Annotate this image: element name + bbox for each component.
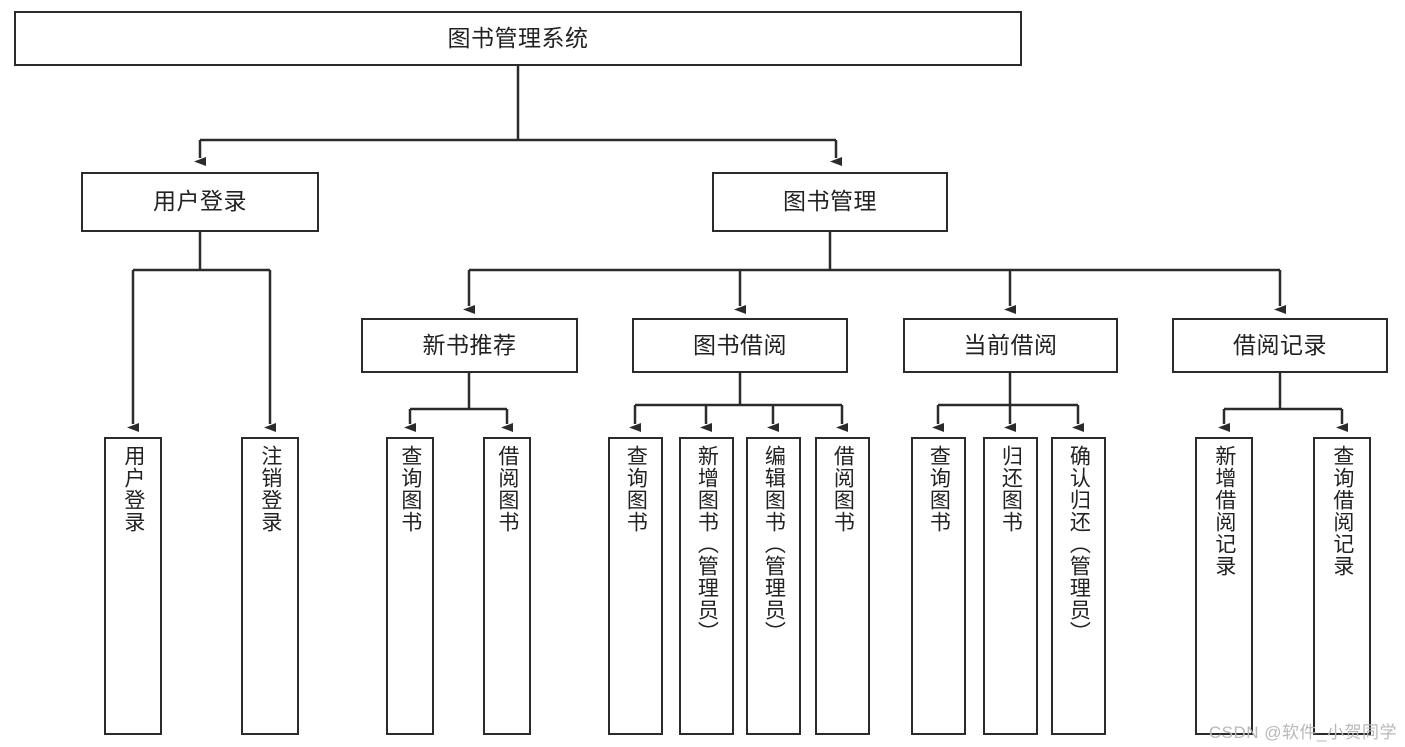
node-leaf-add-book-label: 新增图书（管理员） [695, 445, 719, 643]
node-borrow-record[interactable]: 借阅记录 [1172, 318, 1388, 373]
node-user-login[interactable]: 用户登录 [81, 172, 319, 232]
node-book-manage-label: 图书管理 [783, 188, 877, 215]
node-leaf-user-logout[interactable]: 注销登录 [241, 437, 299, 735]
node-leaf-confirm-return[interactable]: 确认归还（管理员） [1051, 437, 1106, 735]
node-leaf-edit-book[interactable]: 编辑图书（管理员） [746, 437, 801, 735]
node-leaf-borrow-book-2-label: 借阅图书 [831, 445, 855, 533]
node-book-borrow[interactable]: 图书借阅 [632, 318, 848, 373]
node-leaf-query-book-1-label: 查询图书 [398, 445, 422, 533]
node-current-borrow-label: 当前借阅 [963, 331, 1058, 358]
node-borrow-record-label: 借阅记录 [1233, 331, 1327, 358]
node-leaf-add-book[interactable]: 新增图书（管理员） [679, 437, 734, 735]
node-leaf-add-record-label: 新增借阅记录 [1212, 445, 1236, 577]
node-root[interactable]: 图书管理系统 [14, 11, 1022, 66]
node-root-label: 图书管理系统 [447, 24, 589, 51]
node-leaf-query-book-2-label: 查询图书 [624, 445, 648, 533]
node-leaf-query-book-3[interactable]: 查询图书 [911, 437, 966, 735]
node-leaf-edit-book-label: 编辑图书（管理员） [762, 445, 786, 643]
node-leaf-query-book-3-label: 查询图书 [927, 445, 951, 533]
node-leaf-user-login-label: 用户登录 [121, 445, 145, 533]
node-leaf-query-book-1[interactable]: 查询图书 [386, 437, 434, 735]
node-new-book-rec-label: 新书推荐 [422, 331, 517, 358]
node-new-book-rec[interactable]: 新书推荐 [361, 318, 578, 373]
node-leaf-query-book-2[interactable]: 查询图书 [608, 437, 663, 735]
node-leaf-query-record[interactable]: 查询借阅记录 [1313, 437, 1371, 735]
node-leaf-add-record[interactable]: 新增借阅记录 [1195, 437, 1253, 735]
node-leaf-borrow-book-1-label: 借阅图书 [495, 445, 519, 533]
node-leaf-return-book-label: 归还图书 [999, 445, 1023, 533]
node-leaf-user-logout-label: 注销登录 [258, 445, 282, 533]
node-leaf-confirm-return-label: 确认归还（管理员） [1067, 445, 1091, 643]
node-book-borrow-label: 图书借阅 [693, 331, 787, 358]
node-leaf-borrow-book-1[interactable]: 借阅图书 [483, 437, 531, 735]
node-leaf-borrow-book-2[interactable]: 借阅图书 [815, 437, 870, 735]
node-leaf-query-record-label: 查询借阅记录 [1330, 445, 1354, 577]
node-leaf-return-book[interactable]: 归还图书 [983, 437, 1038, 735]
node-book-manage[interactable]: 图书管理 [712, 172, 948, 232]
watermark-text: CSDN @软件_小贺同学 [1208, 723, 1397, 742]
node-current-borrow[interactable]: 当前借阅 [903, 318, 1118, 373]
node-user-login-label: 用户登录 [153, 188, 247, 215]
node-leaf-user-login[interactable]: 用户登录 [104, 437, 162, 735]
